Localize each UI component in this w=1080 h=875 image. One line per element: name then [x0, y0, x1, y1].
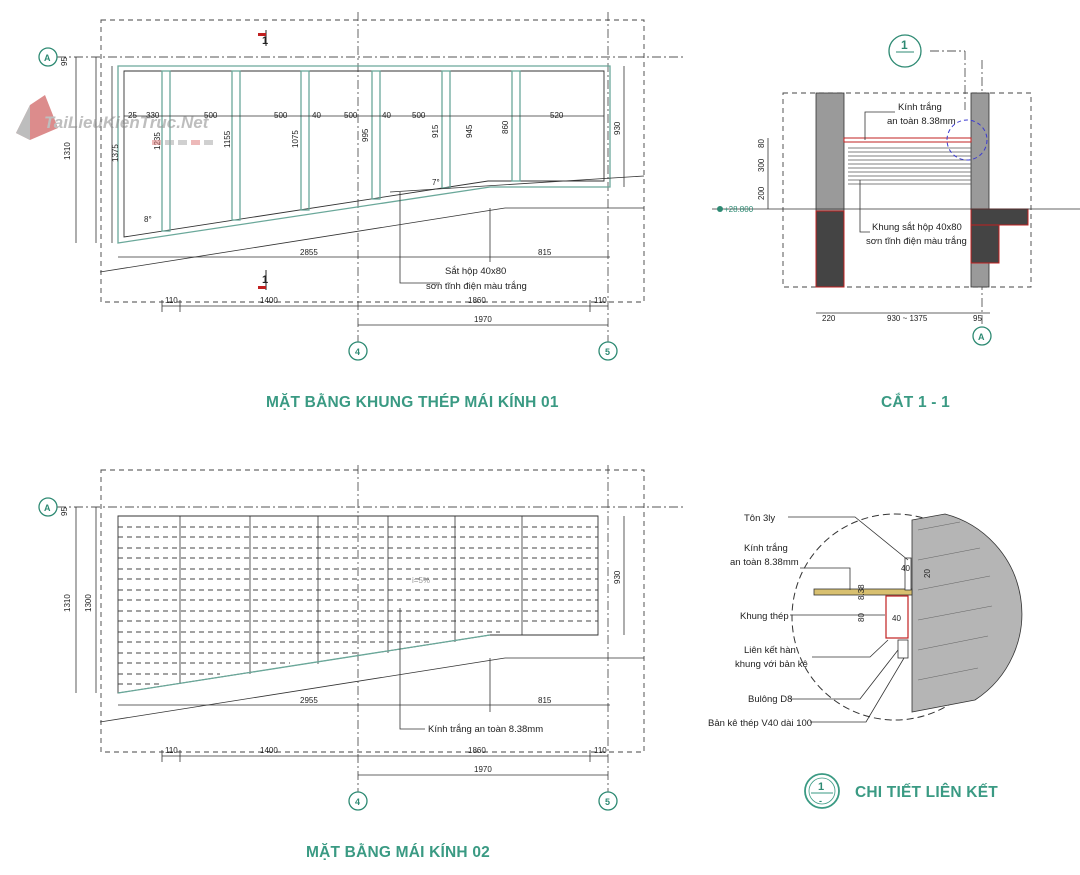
- watermark-text: TaiLieuKienTruc.Net: [44, 113, 210, 132]
- det-label-0: Tôn 3ly: [744, 513, 775, 524]
- p1-dim-2855: 2855: [300, 248, 318, 257]
- p2-grid-5: 5: [605, 797, 610, 807]
- p1-v-860: 860: [501, 120, 510, 134]
- right-beam: [970, 208, 1029, 226]
- p1-grid-a: A: [44, 53, 51, 63]
- p1-small-25: 25: [128, 111, 137, 120]
- sec-h-range: 930 ~ 1375: [887, 314, 928, 323]
- p2-total: 1970: [474, 765, 492, 774]
- p1-total: 1970: [474, 315, 492, 324]
- section-mark-bottom: 1: [262, 274, 268, 286]
- p2-axis-110a: 110: [165, 746, 178, 755]
- p1-axis-1400: 1400: [260, 296, 278, 305]
- p2-dim-930: 930: [613, 570, 622, 584]
- p1-axis-110a: 110: [165, 296, 178, 305]
- plan2-title: MẶT BẰNG MÁI KÍNH 02: [306, 843, 490, 861]
- sec-v-300: 300: [757, 158, 766, 172]
- det-dim-80: 80: [857, 613, 866, 622]
- left-column: [815, 210, 845, 288]
- p2-grid-4: 4: [355, 797, 360, 807]
- p1-top-500c: 500: [344, 111, 358, 120]
- steel-bars: [124, 70, 604, 232]
- p1-v-1075: 1075: [291, 130, 300, 148]
- p1-axis-110b: 110: [594, 296, 607, 305]
- det-dim-20: 20: [923, 569, 932, 578]
- p2-note: Kính trắng an toàn 8.38mm: [428, 724, 543, 735]
- p2-dim-1300: 1300: [84, 594, 93, 612]
- detail-title: CHI TIẾT LIÊN KẾT: [855, 783, 998, 801]
- p1-grid-4: 4: [355, 347, 360, 357]
- sec-h-220: 220: [822, 314, 836, 323]
- det-label-2: an toàn 8.38mm: [730, 557, 799, 568]
- steel-box-frame: [848, 147, 971, 185]
- p1-angle2: 7°: [432, 178, 440, 187]
- sec-detail-num: 1: [901, 38, 908, 52]
- det-label-7: Bản kê thép V40 dài 100: [708, 718, 812, 729]
- p2-dim-95: 95: [60, 507, 69, 516]
- p2-dim-815: 815: [538, 696, 552, 705]
- det-dim-838: 8.38: [857, 584, 866, 600]
- p1-small-40a: 40: [312, 111, 321, 120]
- p2-axis-1860: 1860: [468, 746, 486, 755]
- p1-dim-1375: 1375: [111, 144, 120, 162]
- p1-dim-930: 930: [613, 121, 622, 135]
- p1-v-995: 995: [361, 128, 370, 142]
- det-label-4: Liên kết hàn: [744, 645, 796, 656]
- p1-v-945: 945: [465, 124, 474, 138]
- p1-dim-815: 815: [538, 248, 552, 257]
- det-label-6: Bulông D8: [748, 694, 792, 705]
- p2-slope: i=5%: [412, 576, 430, 585]
- section-1-1: 1 +28.800 80 300 200: [712, 34, 1080, 411]
- sec-v-200: 200: [757, 186, 766, 200]
- glass-panel-hatch: [118, 516, 598, 685]
- p1-dim-1310: 1310: [63, 142, 72, 160]
- sec-note-mid1: Khung sắt hộp 40x80: [872, 222, 962, 233]
- p1-top-500d: 500: [412, 111, 426, 120]
- detail-bubble-den: -: [819, 796, 822, 806]
- p2-grid-a: A: [44, 503, 51, 513]
- sec-h-95: 95: [973, 314, 982, 323]
- connection-detail: 40 20 8.38 80 40 Tôn 3ly Kính trắng an t…: [708, 513, 1023, 809]
- sec-level: +28.800: [724, 205, 754, 214]
- sec-note-top1: Kính trắng: [898, 102, 942, 113]
- p2-axis-110b: 110: [594, 746, 607, 755]
- p1-v-1155: 1155: [223, 130, 232, 148]
- sec-note-top2: an toàn 8.38mm: [887, 116, 956, 127]
- det-dim-40b: 40: [892, 614, 901, 623]
- p1-top-500e: 520: [550, 111, 564, 120]
- p1-top-500a: 500: [204, 111, 218, 120]
- p1-top-330: 330: [146, 111, 160, 120]
- p1-dim-95: 95: [60, 57, 69, 66]
- plan1-title: MẶT BẰNG KHUNG THÉP MÁI KÍNH 01: [266, 393, 559, 411]
- detail-bubble-num: 1: [818, 781, 824, 793]
- p1-angle: 8°: [144, 215, 152, 224]
- p1-note-1: Sắt hộp 40x80: [445, 266, 506, 277]
- section-mark-top: 1: [262, 35, 268, 47]
- sec-note-mid2: sơn tĩnh điện màu trắng: [866, 236, 967, 247]
- p1-grid-5: 5: [605, 347, 610, 357]
- p1-v-915: 915: [431, 124, 440, 138]
- p1-small-40b: 40: [382, 111, 391, 120]
- det-dim-40a: 40: [901, 564, 910, 573]
- det-label-5: khung với bản kê: [735, 659, 808, 670]
- p2-axis-1400: 1400: [260, 746, 278, 755]
- sec-v-80: 80: [757, 139, 766, 148]
- plan-01: 95 1375 1310 930 330 500 500 500 500 520…: [38, 12, 685, 411]
- p2-dim-1310: 1310: [63, 594, 72, 612]
- p1-note-2: sơn tĩnh điện màu trắng: [426, 281, 527, 292]
- right-column: [970, 224, 1000, 264]
- watermark-logo: TaiLieuKienTruc.Net: [16, 95, 213, 145]
- det-label-3: Khung thép: [740, 611, 789, 622]
- sec-grid-a: A: [978, 332, 985, 342]
- det-label-1: Kính trắng: [744, 543, 788, 554]
- p1-top-500b: 500: [274, 111, 288, 120]
- p2-dim-2955: 2955: [300, 696, 318, 705]
- p1-axis-1860: 1860: [468, 296, 486, 305]
- section-title: CẮT 1 - 1: [881, 393, 950, 411]
- plan-02: i=5% 95 1310 1300 930 2955 815 110 1400 …: [38, 465, 685, 861]
